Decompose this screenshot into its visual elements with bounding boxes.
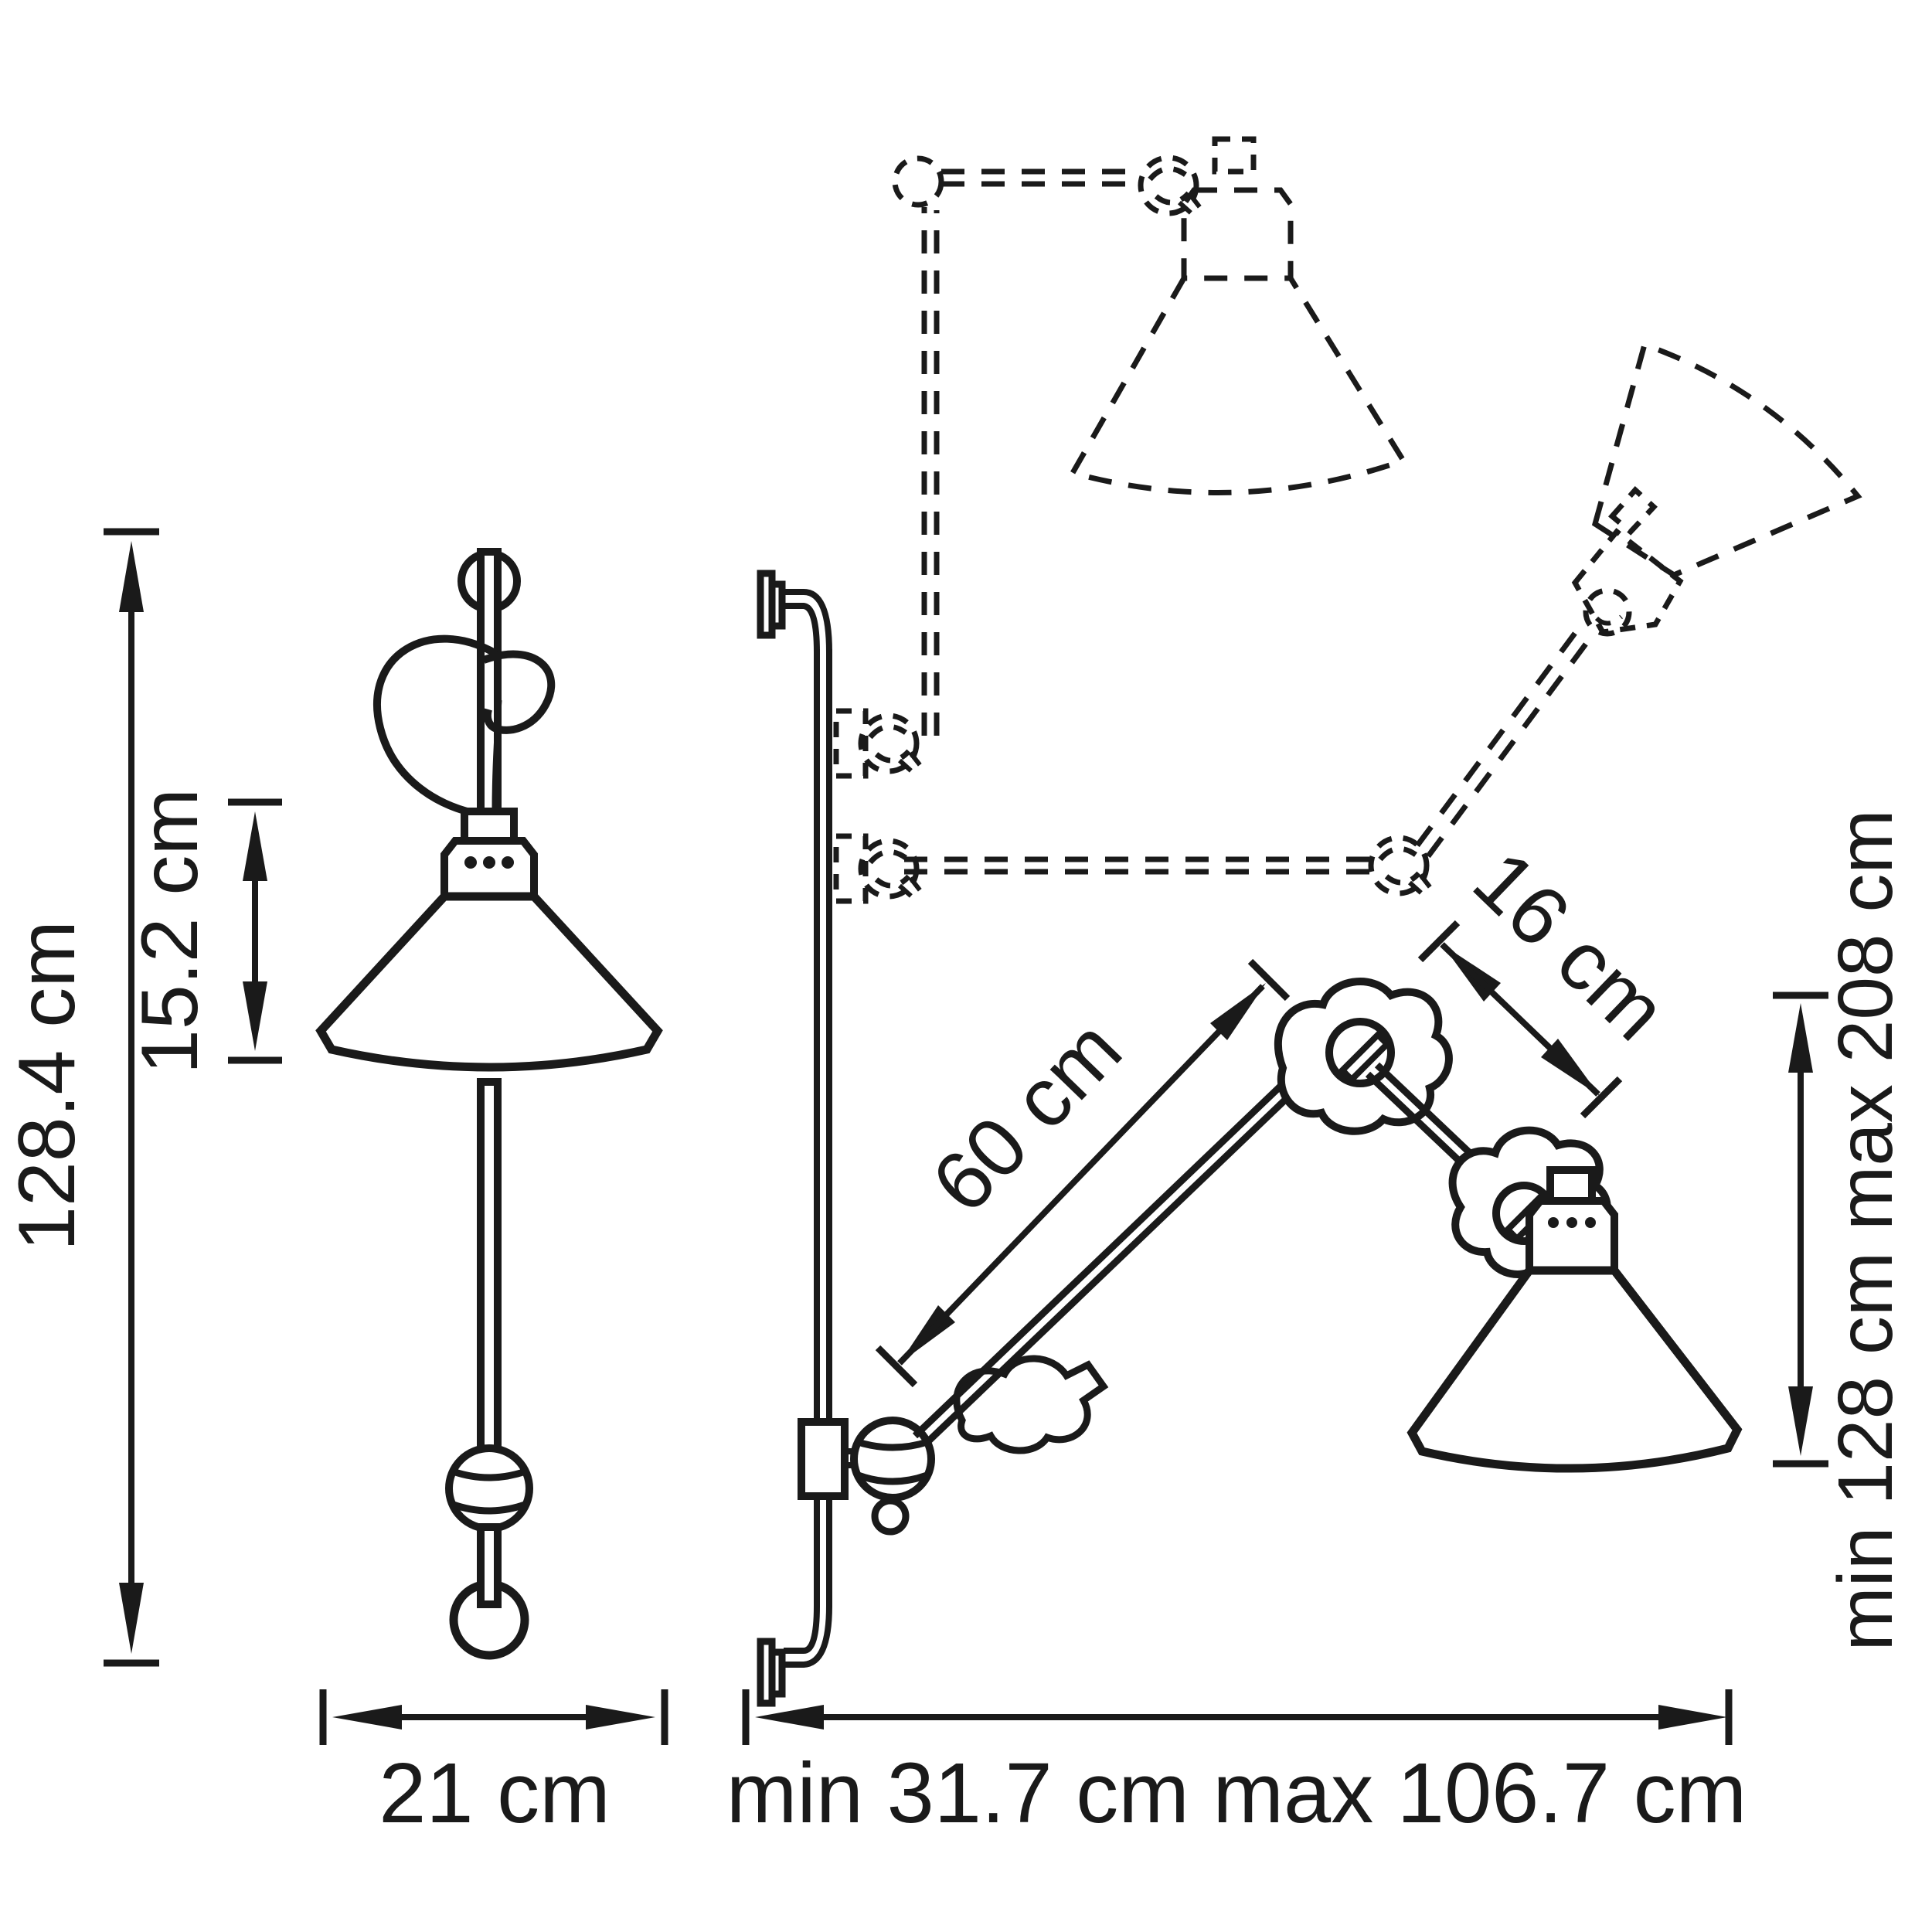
dashed-shade-tilted <box>1591 341 1862 578</box>
dashed-socket-cap <box>1212 136 1257 175</box>
lamp-stem-lower <box>477 1078 502 1455</box>
lamp-socket-side <box>1526 1197 1618 1274</box>
dashed-knuckle-icon <box>1371 838 1431 896</box>
vertical-range-dimension: min 128 cm max 208 cm <box>1773 809 1909 1651</box>
dashed-socket <box>1181 187 1294 281</box>
dashed-knuckle-icon <box>1141 158 1201 216</box>
lamp-shade-side <box>1406 1266 1743 1473</box>
overall-height-label: 128.4 cm <box>2 920 92 1251</box>
arm-offset-label: 16 cm <box>1456 832 1685 1057</box>
shade-height-dimension: 15.2 cm <box>125 788 282 1074</box>
side-view-figure: 60 cm 16 cm min 128 cm max 208 cm <box>726 136 1909 1841</box>
dashed-elbow-joint <box>892 155 944 208</box>
dashed-knuckle-icon <box>861 716 921 774</box>
dashed-socket-tilted <box>1571 528 1684 635</box>
shade-width-dimension: 21 cm <box>319 1689 668 1841</box>
front-view-figure: 128.4 cm 15.2 cm <box>2 528 668 1841</box>
horizontal-range-label: min 31.7 cm max 106.7 cm <box>726 1746 1747 1841</box>
lamp-shade-front <box>315 892 663 1072</box>
rail-carriage <box>798 1418 849 1500</box>
overall-height-dimension: 128.4 cm <box>2 528 159 1667</box>
horizontal-range-dimension: min 31.7 cm max 106.7 cm <box>726 1689 1747 1841</box>
articulated-arm <box>798 978 1743 1536</box>
shade-width-label: 21 cm <box>379 1746 611 1841</box>
stem-ball <box>445 1444 533 1532</box>
wall-lamp-front <box>315 548 663 1660</box>
socket-cap-side <box>1546 1166 1596 1205</box>
shade-height-label: 15.2 cm <box>125 788 215 1074</box>
vertical-range-label: min 128 cm max 208 cm <box>1822 809 1909 1651</box>
dashed-position-side <box>904 341 1862 896</box>
cord-loop <box>373 634 498 817</box>
arm-length-label: 60 cm <box>913 1002 1138 1230</box>
dashed-shade-down <box>1068 277 1408 495</box>
dashed-position-up <box>892 136 1408 736</box>
arm-length-dimension: 60 cm <box>875 958 1291 1388</box>
socket-cap-front <box>461 808 518 845</box>
arm-offset-dimension: 16 cm <box>1417 832 1685 1119</box>
